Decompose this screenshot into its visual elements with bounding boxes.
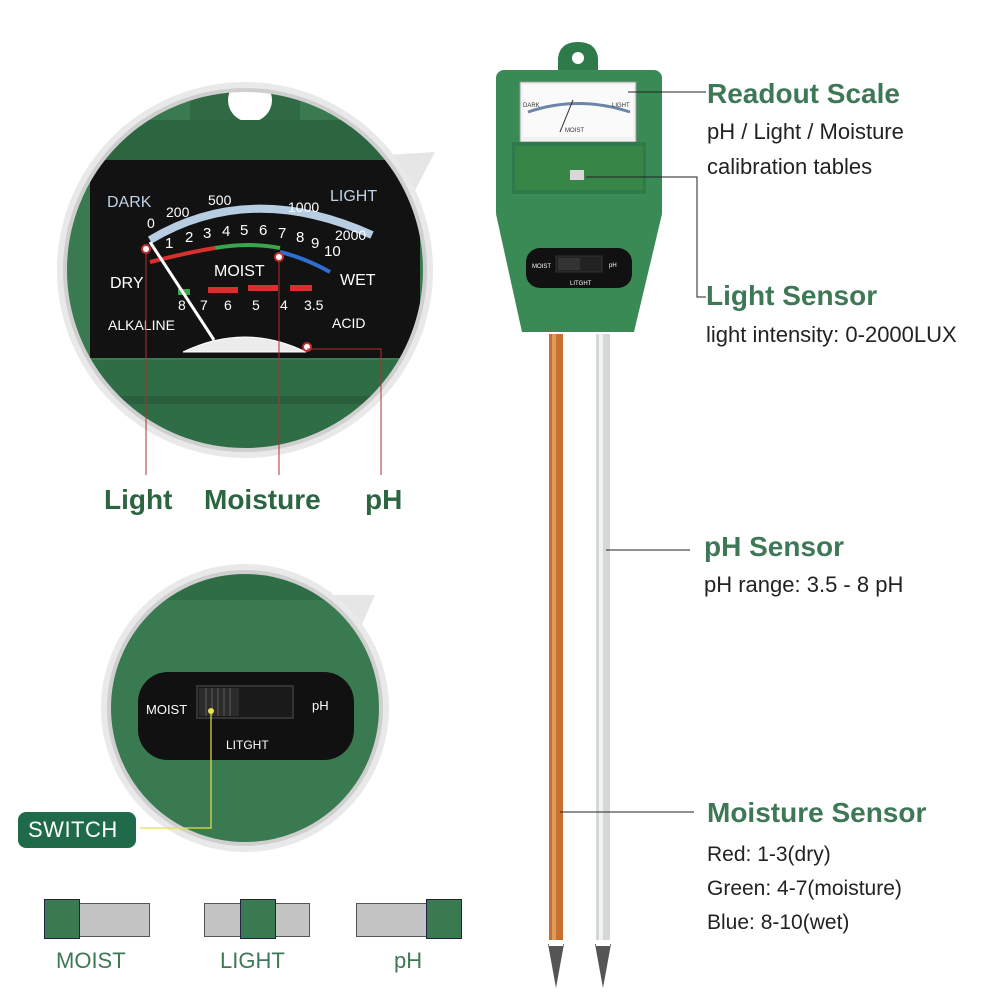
dial-moist-tick-3: 3 xyxy=(203,225,211,242)
dial-ph-tick-4: 4 xyxy=(280,297,288,313)
dial-moist-tick-7: 7 xyxy=(278,225,286,242)
switch-zoom-moist-label: MOIST xyxy=(146,702,188,717)
moisture-sensor-line-blue: Blue: 8-10(wet) xyxy=(707,911,850,934)
switch-zoom-light-label: LITGHT xyxy=(226,738,269,752)
switch-zoom-illustration xyxy=(101,564,389,852)
switch-badge-label: SWITCH xyxy=(28,817,118,842)
callout-light: Light xyxy=(104,484,173,515)
dial-moist-tick-8: 8 xyxy=(296,229,304,246)
dial-moist-tick-1: 1 xyxy=(165,235,173,252)
switch-position-light xyxy=(204,899,310,939)
dial-moist-tick-9: 9 xyxy=(311,235,319,252)
dial-moist-tick-4: 4 xyxy=(222,223,230,240)
readout-scale-line-2: calibration tables xyxy=(707,154,873,179)
switch-badge xyxy=(18,812,136,848)
svg-text:DARK: DARK xyxy=(523,103,540,109)
dial-alkaline-label: ALKALINE xyxy=(108,317,175,333)
moisture-sensor-line-red: Red: 1-3(dry) xyxy=(707,843,831,866)
dial-moist-tick-5: 5 xyxy=(240,222,248,239)
device-light-label: LITGHT xyxy=(570,281,592,287)
readout-scale-line-1: pH / Light / Moisture xyxy=(707,119,904,144)
dial-light-tick-2000: 2000 xyxy=(335,227,366,243)
light-sensor-line-1: light intensity: 0-2000LUX xyxy=(706,322,957,347)
dial-moist-tick-6: 6 xyxy=(259,222,267,239)
dial-light-tick-1000: 1000 xyxy=(288,199,319,215)
light-sensor-title: Light Sensor xyxy=(706,280,878,311)
device-ph-label: pH xyxy=(609,263,617,269)
dial-ph-tick-3.5: 3.5 xyxy=(304,297,324,313)
dial-wet-label: WET xyxy=(340,272,376,289)
dial-ph-tick-8: 8 xyxy=(178,297,186,313)
dial-moist-tick-10: 10 xyxy=(324,243,341,260)
switch-position-light-label: LIGHT xyxy=(220,948,285,973)
moisture-sensor-title: Moisture Sensor xyxy=(707,797,927,828)
dial-moist-tick-2: 2 xyxy=(185,229,193,246)
dial-light-tick-500: 500 xyxy=(208,192,232,208)
dial-light-tick-0: 0 xyxy=(147,215,155,231)
switch-position-ph-label: pH xyxy=(394,948,423,973)
readout-scale-title: Readout Scale xyxy=(707,78,900,109)
svg-text:MOIST: MOIST xyxy=(565,128,584,134)
dial-ph-tick-6: 6 xyxy=(224,297,232,313)
soil-meter-device: DARK LIGHT MOIST xyxy=(496,42,662,988)
ph-sensor-title: pH Sensor xyxy=(704,531,845,562)
switch-zoom-ph-label: pH xyxy=(312,698,329,713)
svg-text:LIGHT: LIGHT xyxy=(612,103,630,109)
switch-position-moist-label: MOIST xyxy=(56,948,126,973)
dial-acid-label: ACID xyxy=(332,315,365,331)
dial-zoom-illustration xyxy=(57,82,435,458)
switch-position-ph xyxy=(356,899,462,939)
dial-ph-tick-7: 7 xyxy=(200,297,208,313)
callout-moisture: Moisture xyxy=(204,484,321,515)
switch-position-moist xyxy=(44,899,150,939)
dial-dry-label: DRY xyxy=(110,275,144,292)
dial-moist-label: MOIST xyxy=(214,263,265,280)
dial-light-label: LIGHT xyxy=(330,188,377,205)
moisture-sensor-line-green: Green: 4-7(moisture) xyxy=(707,877,902,900)
dial-ph-tick-5: 5 xyxy=(252,297,260,313)
dial-light-tick-200: 200 xyxy=(166,204,190,220)
ph-sensor-line-1: pH range: 3.5 - 8 pH xyxy=(704,572,904,597)
callout-ph: pH xyxy=(365,484,403,515)
device-moist-label: MOIST xyxy=(532,264,551,270)
dial-dark-label: DARK xyxy=(107,194,152,211)
